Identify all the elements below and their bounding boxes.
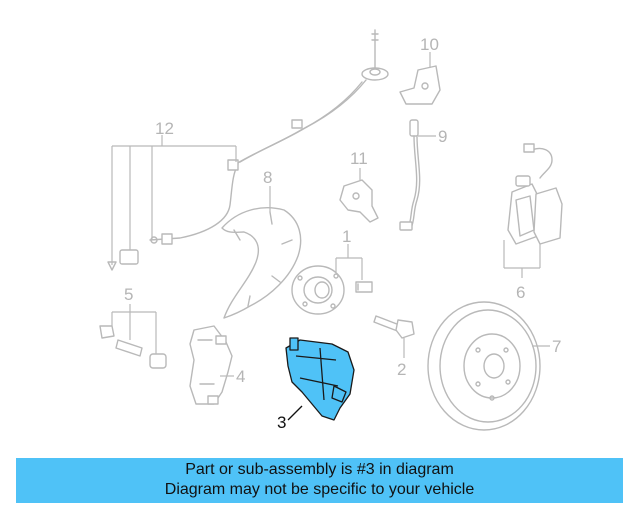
- callout-3: 3: [277, 413, 286, 432]
- part-9-wear-sensor: [399, 119, 436, 231]
- part-12-sensor-harness: [149, 29, 389, 245]
- part-7-rotor: [427, 301, 550, 431]
- part-10-bracket: [399, 52, 441, 105]
- callout-4: 4: [236, 367, 245, 386]
- callout-7: 7: [552, 337, 561, 356]
- part-1-hub-bearing: [291, 244, 373, 315]
- info-banner: Part or sub-assembly is #3 in diagram Di…: [16, 458, 623, 503]
- callout-12: 12: [155, 119, 174, 138]
- parts-diagram: 10 12 9 11: [99, 29, 563, 432]
- callout-10: 10: [420, 35, 439, 54]
- part-2-bolt: [373, 315, 415, 358]
- callout-6: 6: [516, 283, 525, 302]
- callout-5: 5: [124, 285, 133, 304]
- callout-11: 11: [350, 149, 368, 168]
- part-6-brake-pads: [503, 143, 563, 278]
- callout-2: 2: [397, 360, 406, 379]
- banner-line-2: Diagram may not be specific to your vehi…: [164, 481, 475, 498]
- part-8-splash-shield: [221, 186, 302, 319]
- banner-line-1: Part or sub-assembly is #3 in diagram: [185, 461, 454, 478]
- callout-9: 9: [438, 127, 447, 146]
- part-4-caliper-bracket: [189, 325, 234, 405]
- callout-1: 1: [342, 227, 351, 246]
- part-11-speed-sensor: [339, 168, 379, 223]
- part-3-brake-caliper: [285, 337, 355, 421]
- part-5-guide-pins: [99, 304, 167, 369]
- part-12-leaders: [107, 135, 237, 271]
- callout-8: 8: [263, 168, 272, 187]
